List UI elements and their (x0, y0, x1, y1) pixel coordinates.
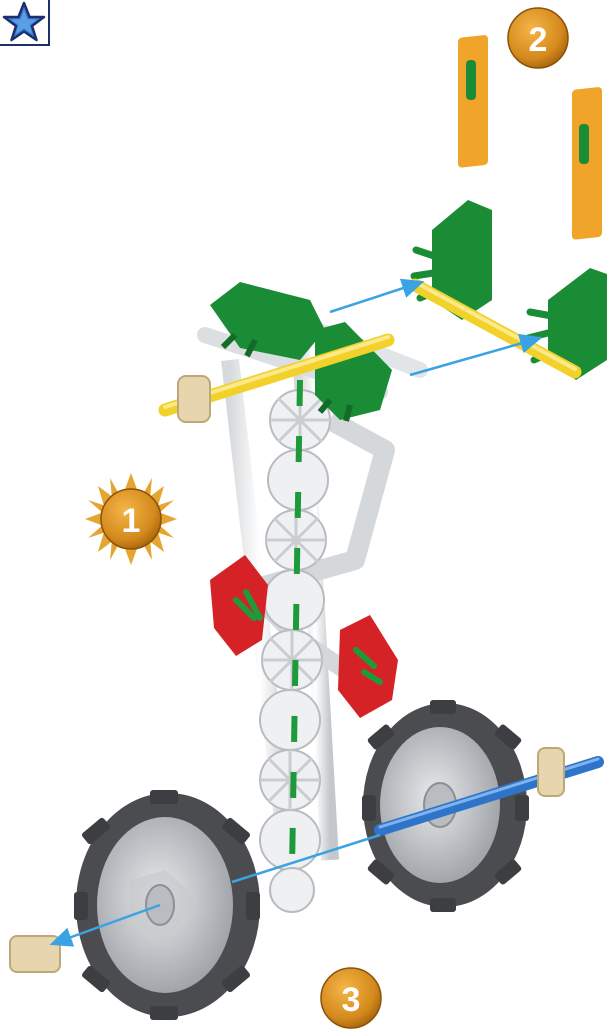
arrow-upper (330, 282, 422, 312)
step-badge-2: 2 (508, 8, 568, 68)
step-number-3: 3 (342, 981, 361, 1019)
tan-end-cap-left (178, 376, 210, 422)
tan-end-cap-loose (10, 936, 60, 972)
arrow-lower (410, 338, 540, 375)
left-wheel (74, 790, 260, 1020)
step-badge-3: 3 (321, 968, 381, 1028)
step-number-1: 1 (122, 502, 141, 540)
step-badge-1: 1 (85, 473, 177, 565)
red-connector-right (338, 615, 398, 718)
green-rod-top-left (466, 60, 476, 100)
tan-end-cap-right (538, 748, 564, 796)
upper-right-assembly (414, 35, 607, 380)
step-number-2: 2 (529, 21, 548, 59)
